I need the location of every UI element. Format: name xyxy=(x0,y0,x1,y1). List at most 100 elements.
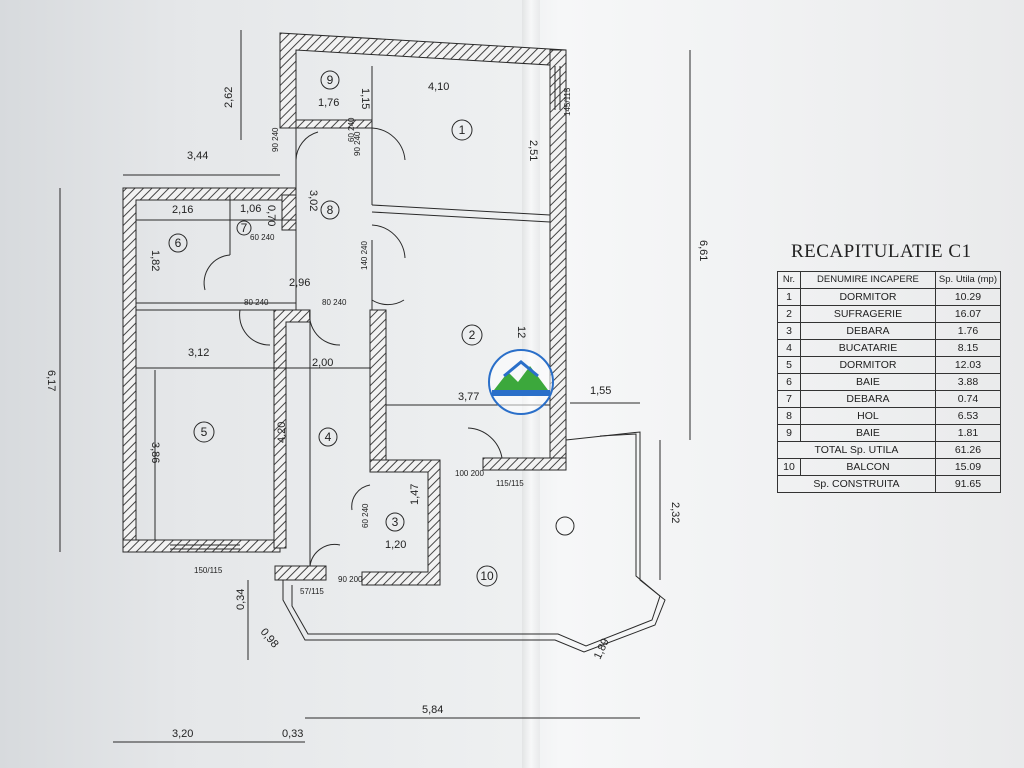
dim-label: 3,20 xyxy=(172,728,193,740)
room-number-10: 10 xyxy=(480,569,494,583)
cell-nr: 7 xyxy=(777,390,801,408)
dim-label: 3,77 xyxy=(458,391,479,403)
dim-label: 1,82 xyxy=(149,250,161,271)
cell-area: 0.74 xyxy=(934,390,1002,408)
dim-label: 2,62 xyxy=(223,87,235,108)
room-number-5: 5 xyxy=(201,425,208,439)
room-marker-3 xyxy=(385,512,405,532)
room-marker-5 xyxy=(193,421,215,443)
dim-label: 0,33 xyxy=(282,728,303,740)
column-header-name: DENUMIRE INCAPERE xyxy=(800,271,936,289)
door-label: 60 240 xyxy=(361,503,370,528)
total-util-area: 61.26 xyxy=(934,441,1002,459)
structural-walls xyxy=(122,32,567,586)
window-label: 57/115 xyxy=(300,587,324,596)
dim-label: 3,44 xyxy=(187,150,208,162)
cell-nr: 10 xyxy=(777,458,801,476)
cell-name: SUFRAGERIE xyxy=(800,305,936,323)
room-marker-9 xyxy=(320,70,340,90)
door-label: 100 200 xyxy=(455,469,484,478)
cell-nr: 5 xyxy=(777,356,801,374)
window-label: 145/115 xyxy=(563,87,572,116)
cell-area: 6.53 xyxy=(934,407,1002,425)
window-label: 115/115 xyxy=(496,479,524,488)
cell-area: 1.81 xyxy=(934,424,1002,442)
cell-area: 3.88 xyxy=(934,373,1002,391)
room-marker-10 xyxy=(476,565,498,587)
total-util-row: TOTAL Sp. UTILA 61.26 xyxy=(777,441,1002,459)
door-label: 90 200 xyxy=(338,575,363,584)
room-marker-4 xyxy=(318,427,338,447)
construita-label: Sp. CONSTRUITA xyxy=(777,475,936,493)
construita-row: Sp. CONSTRUITA 91.65 xyxy=(777,475,1002,493)
dim-label: 4,10 xyxy=(428,81,449,93)
dim-label: 1,89 xyxy=(592,637,612,661)
agency-logo xyxy=(488,349,554,415)
cell-area: 16.07 xyxy=(934,305,1002,323)
dim-label: 2,16 xyxy=(172,204,193,216)
dimension-labels: 2,62 4,10 1,76 1,15 2,51 3,44 2,16 1,06 … xyxy=(45,81,709,740)
room-numbers: 9 1 2 3 4 5 6 7 8 10 xyxy=(175,73,494,583)
dim-label: 4,20 xyxy=(276,422,288,443)
cell-area: 10.29 xyxy=(934,288,1002,306)
dim-label: 3,86 xyxy=(149,442,161,463)
table-row: 1 DORMITOR 10.29 xyxy=(777,288,1002,306)
cell-name: BALCON xyxy=(800,458,936,476)
dim-label: 2,51 xyxy=(527,140,539,161)
cell-area: 15.09 xyxy=(934,458,1002,476)
dim-label: 1,06 xyxy=(240,203,261,215)
door-label: 140 240 xyxy=(360,241,369,270)
total-util-label: TOTAL Sp. UTILA xyxy=(777,441,936,459)
dim-label: 2,32 xyxy=(669,502,681,523)
dim-label: 3,12 xyxy=(188,347,209,359)
table-row: 4 BUCATARIE 8.15 xyxy=(777,339,1002,357)
room-marker-2 xyxy=(461,324,483,346)
cell-area: 1.76 xyxy=(934,322,1002,340)
table-row: 2 SUFRAGERIE 16.07 xyxy=(777,305,1002,323)
door-label: 80 240 xyxy=(322,298,347,307)
room-marker-1 xyxy=(451,119,473,141)
recap-table: Nr. DENUMIRE INCAPERE Sp. Utila (mp) 1 D… xyxy=(777,271,1002,493)
dim-label: 3,02 xyxy=(307,190,319,211)
column-header-nr: Nr. xyxy=(777,271,801,289)
dim-label: 2,96 xyxy=(289,277,310,289)
cell-area: 8.15 xyxy=(934,339,1002,357)
door-label: 60 240 xyxy=(250,233,275,242)
door-label: 90 240 xyxy=(353,131,362,156)
cell-nr: 6 xyxy=(777,373,801,391)
table-row: 8 HOL 6.53 xyxy=(777,407,1002,425)
dim-label: 0,70 xyxy=(265,205,277,226)
cell-name: DEBARA xyxy=(800,322,936,340)
cell-name: DORMITOR xyxy=(800,288,936,306)
room-number-2: 2 xyxy=(469,328,476,342)
dim-label: 12 xyxy=(515,326,527,338)
opening-labels: 145/115 115/115 150/115 57/115 90 240 90… xyxy=(194,87,572,596)
door-label: 60 240 xyxy=(347,117,356,142)
cell-name: DEBARA xyxy=(800,390,936,408)
room-number-3: 3 xyxy=(392,515,399,529)
dim-label: 1,20 xyxy=(385,539,406,551)
interior-lines xyxy=(59,30,691,743)
construita-area: 91.65 xyxy=(934,475,1002,493)
cell-name: DORMITOR xyxy=(800,356,936,374)
table-row: 5 DORMITOR 12.03 xyxy=(777,356,1002,374)
room-number-9: 9 xyxy=(327,73,334,87)
balcon-row: 10 BALCON 15.09 xyxy=(777,458,1002,476)
cell-name: BUCATARIE xyxy=(800,339,936,357)
dim-label: 6,17 xyxy=(45,370,57,391)
dim-label: 1,47 xyxy=(409,484,421,505)
table-row: 7 DEBARA 0.74 xyxy=(777,390,1002,408)
cell-nr: 1 xyxy=(777,288,801,306)
room-marker-7 xyxy=(236,220,252,236)
cell-nr: 3 xyxy=(777,322,801,340)
table-header-row: Nr. DENUMIRE INCAPERE Sp. Utila (mp) xyxy=(777,271,1002,289)
room-marker-6 xyxy=(168,233,188,253)
cell-nr: 8 xyxy=(777,407,801,425)
table-row: 3 DEBARA 1.76 xyxy=(777,322,1002,340)
room-number-markers xyxy=(168,70,498,587)
room-number-4: 4 xyxy=(325,430,332,444)
cell-name: BAIE xyxy=(800,373,936,391)
dim-label: 5,84 xyxy=(422,704,443,716)
table-row: 6 BAIE 3.88 xyxy=(777,373,1002,391)
